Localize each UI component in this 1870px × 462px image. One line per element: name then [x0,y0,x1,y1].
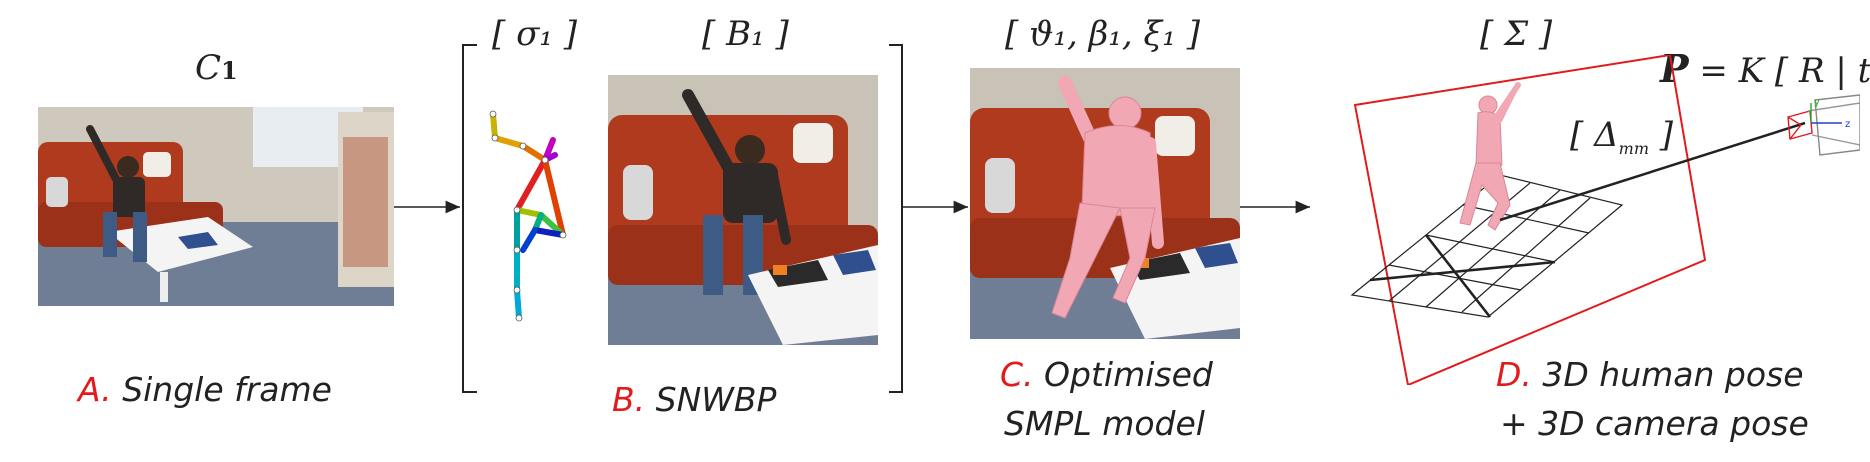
caption-d-line1: D. 3D human pose [1496,355,1804,394]
caption-d-line2: + 3D camera pose [1500,404,1809,443]
caption-c-line2: SMPL model [1004,404,1205,443]
single-frame-image [38,107,394,306]
sigma-label: [ Σ ] [1480,14,1553,54]
caption-a: A. Single frame [78,370,332,409]
skeleton-keypoints [489,110,567,322]
delta-label: [ Δmm ] [1570,115,1674,158]
snwbp-image [608,75,878,345]
c1-label: C1 [195,48,238,88]
caption-b: B. SNWBP [612,380,777,419]
bracket-right [889,44,903,393]
b1-label: [ B₁ ] [702,14,789,54]
axis-z-label: z [1845,119,1850,130]
smpl-params-label: [ ϑ₁, β₁, ξ₁ ] [1005,14,1200,54]
axis-y-label: y [1814,97,1820,108]
scene-3d-diagram: y z [1350,55,1860,385]
caption-c-line1: C. Optimised [1000,355,1213,394]
ground-grid [1350,174,1624,318]
smpl-model-image [970,68,1240,339]
sigma-1-label: [ σ₁ ] [492,14,577,54]
scene-plane [1353,55,1707,385]
human-mesh [1459,82,1521,231]
projection-equation: P = K [ R | t ] [1660,46,1870,91]
camera-frustum-icon [1787,94,1860,156]
camera-ray [1499,121,1806,222]
